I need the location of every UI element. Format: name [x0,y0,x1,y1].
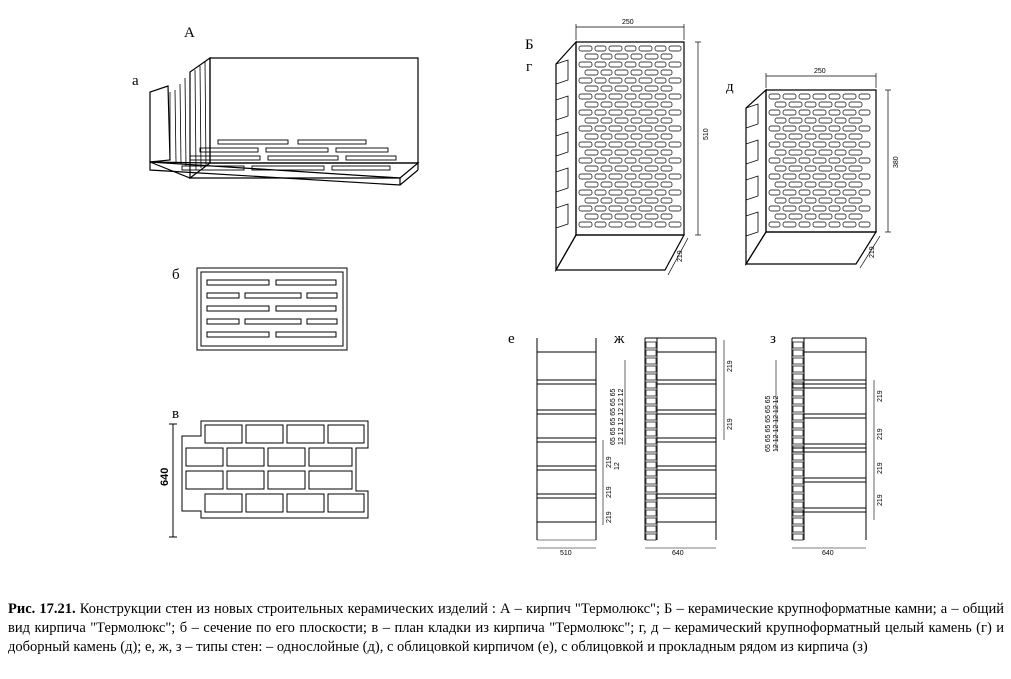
dim-z-right-row2: 219 [877,428,884,440]
masonry-plan [169,420,369,538]
dim-g-height: 510 [703,128,710,140]
dim-g-depth: 219 [677,250,684,262]
dim-zh-stack: 65 65 65 65 65 65 [610,388,617,445]
dim-e-joint: 12 [614,462,621,470]
brick-section [196,267,348,351]
label-zh: ж [614,331,625,347]
wall-type-zh [624,337,725,549]
dim-z-right-row: 219 [877,390,884,402]
dim-g-width: 250 [622,19,634,26]
wall-type-e [536,338,604,549]
dim-z-width: 640 [822,550,834,557]
large-stone-partial [744,73,891,269]
dim-z-right-row3: 219 [877,462,884,474]
label-z: з [770,331,776,347]
label-g: г [526,59,533,75]
wall-type-z [775,337,875,549]
dim-zh-width: 640 [672,550,684,557]
large-stone-full [554,24,701,276]
dim-d-width: 250 [814,68,826,75]
label-b: б [172,267,180,283]
dim-e-row2: 219 [606,486,613,498]
dim-e-row: 219 [606,456,613,468]
label-e: е [508,331,515,347]
dim-e-width: 510 [560,550,572,557]
dim-z-stack-joints: 12 12 12 12 12 12 [773,395,780,452]
caption-number: Рис. 17.21. [8,601,76,617]
label-a: а [132,73,139,89]
dim-z-stack: 65 65 65 65 65 65 [765,395,772,452]
brick-thermolux-view [149,56,420,186]
figure-drawing: 250 510 219 250 380 219 640 510 640 640 … [149,19,900,557]
dim-z-right-row4: 219 [877,494,884,506]
label-B: Б [525,37,534,53]
caption-text: Конструкции стен из новых строительных к… [8,601,1004,655]
label-v: в [172,406,180,422]
dim-v-height: 640 [159,468,171,486]
dim-e-row3: 219 [606,511,613,523]
label-A: А [184,25,195,41]
dim-zh-right-row2: 219 [727,418,734,430]
dim-zh-stack-joints: 12 12 12 12 12 12 [618,388,625,445]
label-d: д [726,79,734,95]
dim-zh-right-row: 219 [727,360,734,372]
figure-caption: Рис. 17.21. Конструкции стен из новых ст… [8,600,1004,657]
dim-d-height: 380 [893,156,900,168]
dim-d-depth: 219 [869,246,876,258]
